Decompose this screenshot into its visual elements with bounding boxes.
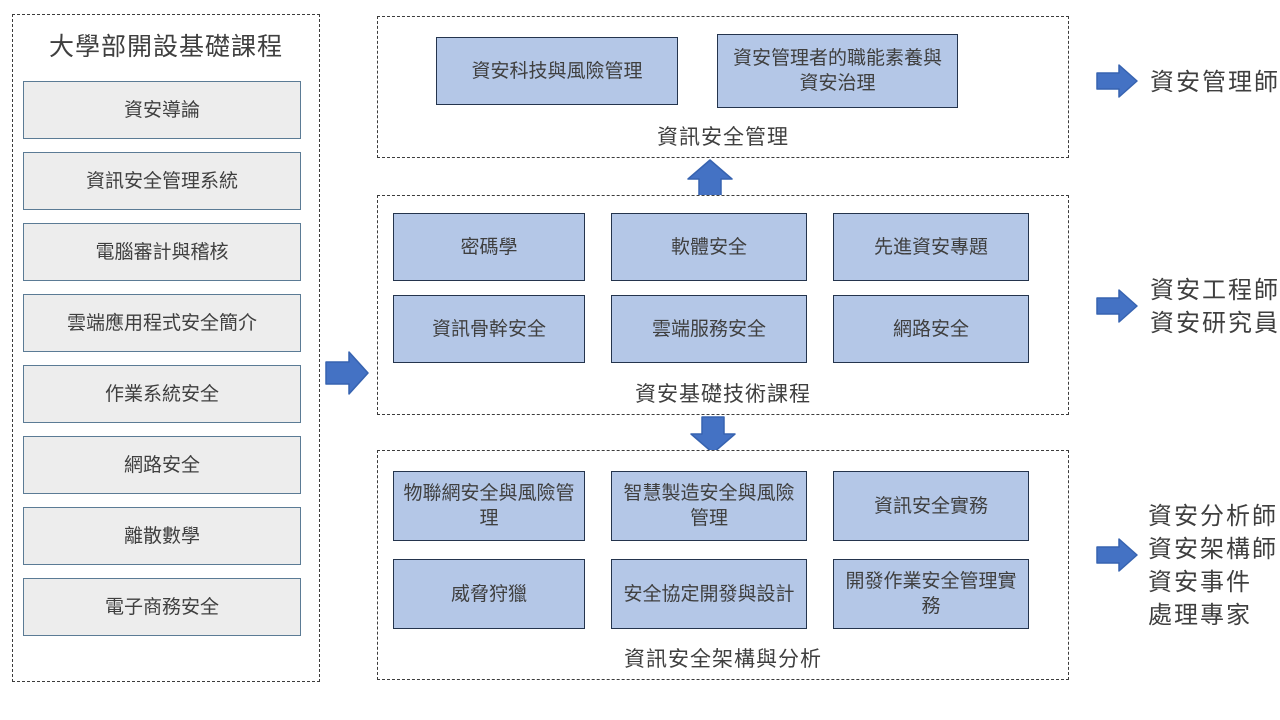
career-label-analyst-architect: 資安分析師 資安架構師 資安事件 處理專家 bbox=[1148, 500, 1278, 632]
undergraduate-panel-title: 大學部開設基礎課程 bbox=[48, 32, 283, 61]
course-box-iot-risk: 物聯網安全與風險管理 bbox=[393, 471, 585, 541]
career-line: 資安架構師 bbox=[1148, 535, 1278, 563]
course-box-backbone-security: 資訊骨幹安全 bbox=[393, 295, 585, 363]
section-label-security-management: 資訊安全管理 bbox=[657, 125, 789, 149]
arrow-right-icon bbox=[1096, 289, 1138, 323]
course-box-software-security: 軟體安全 bbox=[611, 213, 807, 281]
course-box-cloud-service-sec: 雲端服務安全 bbox=[611, 295, 807, 363]
arrow-down-icon bbox=[690, 416, 736, 454]
course-box-cryptography: 密碼學 bbox=[393, 213, 585, 281]
arrow-right-icon bbox=[1096, 538, 1138, 572]
course-box-devops-security: 開發作業安全管理實務 bbox=[833, 559, 1029, 629]
section-architecture-analysis: 物聯網安全與風險管理 智慧製造安全與風險管理 資訊安全實務 威脅狩獵 安全協定開… bbox=[377, 450, 1069, 680]
course-box-threat-hunting: 威脅狩獵 bbox=[393, 559, 585, 629]
course-box-protocol-design: 安全協定開發與設計 bbox=[611, 559, 807, 629]
course-box-manager-literacy: 資安管理者的職能素養與資安治理 bbox=[717, 34, 958, 108]
career-label-engineer-researcher: 資安工程師 資安研究員 bbox=[1150, 274, 1280, 340]
career-line: 資安事件 bbox=[1148, 568, 1252, 596]
section-label-architecture-analysis: 資訊安全架構與分析 bbox=[624, 647, 822, 671]
course-box-infosec-practice: 資訊安全實務 bbox=[833, 471, 1029, 541]
section-fundamental-technology: 密碼學 軟體安全 先進資安專題 資訊骨幹安全 雲端服務安全 網路安全 資安基礎技… bbox=[377, 195, 1069, 415]
course-box-discrete-math: 離散數學 bbox=[23, 507, 301, 565]
career-line: 資安研究員 bbox=[1150, 309, 1280, 337]
arrow-up-icon bbox=[687, 159, 733, 197]
course-box-isms: 資訊安全管理系統 bbox=[23, 152, 301, 210]
section-label-fundamental-technology: 資安基礎技術課程 bbox=[635, 382, 811, 406]
career-line: 資安分析師 bbox=[1148, 502, 1278, 530]
career-line: 資安管理師 bbox=[1150, 68, 1280, 96]
course-box-ecommerce-security: 電子商務安全 bbox=[23, 578, 301, 636]
course-box-cloud-app-security: 雲端應用程式安全簡介 bbox=[23, 294, 301, 352]
course-box-advanced-topics: 先進資安專題 bbox=[833, 213, 1029, 281]
section-security-management: 資安科技與風險管理 資安管理者的職能素養與資安治理 資訊安全管理 bbox=[377, 16, 1069, 158]
course-box-smart-mfg-risk: 智慧製造安全與風險管理 bbox=[611, 471, 807, 541]
course-box-os-security: 作業系統安全 bbox=[23, 365, 301, 423]
arrow-right-icon bbox=[325, 351, 369, 395]
course-box-network-security-2: 網路安全 bbox=[833, 295, 1029, 363]
career-line: 處理專家 bbox=[1148, 601, 1252, 629]
career-line: 資安工程師 bbox=[1150, 276, 1280, 304]
course-box-computer-audit: 電腦審計與稽核 bbox=[23, 223, 301, 281]
course-box-network-security: 網路安全 bbox=[23, 436, 301, 494]
course-box-intro-security: 資安導論 bbox=[23, 81, 301, 139]
arrow-right-icon bbox=[1096, 64, 1138, 98]
course-box-sec-tech-risk: 資安科技與風險管理 bbox=[436, 37, 678, 105]
undergraduate-panel: 大學部開設基礎課程 資安導論 資訊安全管理系統 電腦審計與稽核 雲端應用程式安全… bbox=[12, 14, 320, 682]
career-label-manager: 資安管理師 bbox=[1150, 66, 1280, 99]
